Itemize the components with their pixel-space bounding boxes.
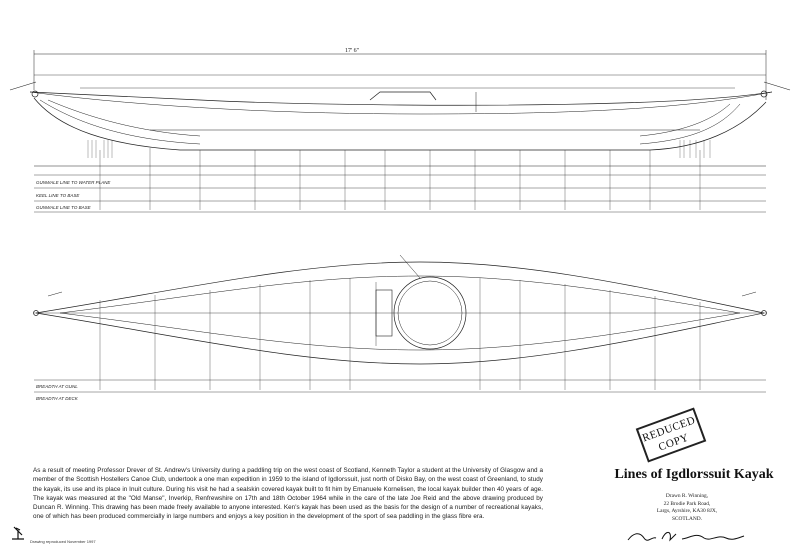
credit-line: SCOTLAND. bbox=[671, 515, 703, 522]
signature-icon bbox=[627, 531, 745, 542]
row-label-breadth-gunl: BREADTH AT GUNL bbox=[36, 384, 78, 389]
reproduction-footnote: Drawing reproduced November 1997 bbox=[30, 539, 96, 544]
drawing-title: Lines of Igdlorssuit Kayak bbox=[614, 467, 774, 482]
credit-line: 22 Brodie Park Road, bbox=[663, 500, 711, 507]
row-label-gunwale-water: GUNWALE LINE TO WATER PLANE bbox=[36, 180, 111, 185]
profile-annotation-text: 17' 6" GUNWALE LINE TO WATER PLANE KEEL … bbox=[36, 48, 360, 210]
credit-line: Drawn R. Winning, bbox=[665, 493, 709, 499]
description-paragraph: As a result of meeting Professor Drever … bbox=[33, 467, 543, 521]
plan-annotation-text: BREADTH AT GUNL BREADTH AT DECK bbox=[36, 384, 79, 401]
paddler-emblem-icon bbox=[12, 526, 24, 540]
sheer-line bbox=[29, 91, 773, 106]
cockpit-coaming bbox=[369, 91, 437, 101]
row-label-breadth-deck: BREADTH AT DECK bbox=[36, 396, 79, 401]
cockpit-outline bbox=[393, 276, 467, 350]
credit-line: Largs, Ayrshire, KA30 8JX, bbox=[656, 508, 718, 515]
plan-gunwale-outline bbox=[35, 261, 765, 365]
plan-view bbox=[33, 254, 767, 393]
profile-station-lines bbox=[99, 148, 701, 210]
row-label-keel-base: KEEL LINE TO BASE bbox=[36, 193, 80, 198]
row-label-gunwale-base: GUNWALE LINE TO BASE bbox=[36, 205, 92, 210]
profile-view bbox=[9, 50, 791, 213]
keel-line bbox=[33, 97, 767, 151]
draftsman-credit: Drawn R. Winning, 22 Brodie Park Road, L… bbox=[612, 493, 762, 523]
overall-length-label: 17' 6" bbox=[345, 48, 360, 54]
plan-station-lines bbox=[99, 278, 701, 390]
